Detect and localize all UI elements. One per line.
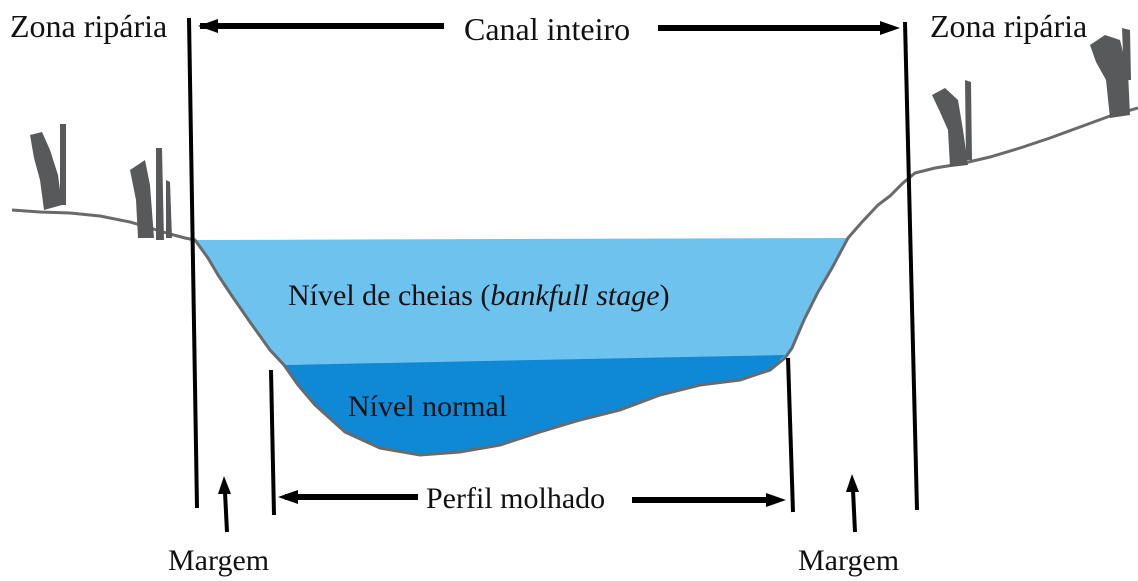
bankfull-label-close: ) bbox=[659, 279, 670, 312]
tree-icon bbox=[156, 148, 164, 240]
bank-label-right: Margem bbox=[798, 544, 900, 577]
tree-icon bbox=[60, 124, 66, 205]
arrow-head-up-icon bbox=[218, 476, 231, 494]
channel-boundary-left bbox=[187, 17, 199, 509]
channel-boundary-right bbox=[903, 21, 919, 511]
bankfull-level-label: Nível de cheias (bankfull stage) bbox=[288, 281, 670, 311]
bank-arrow-right bbox=[851, 489, 857, 533]
tree-icon bbox=[166, 180, 172, 238]
tree-icon bbox=[30, 132, 62, 210]
tree-icon bbox=[1122, 28, 1131, 80]
tree-icon bbox=[130, 160, 154, 238]
arrow-head-left-icon bbox=[278, 490, 298, 504]
whole-channel-label: Canal inteiro bbox=[464, 11, 631, 47]
arrow-head-right-icon bbox=[766, 493, 786, 507]
wetted-boundary-left bbox=[269, 369, 276, 516]
arrow-head-right-icon bbox=[880, 21, 900, 35]
tree-icon bbox=[965, 80, 972, 160]
wetted-perimeter-label: Perfil molhado bbox=[426, 482, 606, 515]
tree-icon bbox=[1090, 35, 1130, 118]
arrow-head-left-icon bbox=[198, 19, 218, 33]
riparian-zone-label-left: Zona ripária bbox=[10, 8, 168, 44]
bankfull-label-italic: bankfull stage bbox=[490, 279, 660, 312]
bank-arrow-left bbox=[223, 491, 229, 533]
bankfull-water bbox=[195, 238, 848, 365]
normal-water bbox=[284, 355, 785, 455]
bank-label-left: Margem bbox=[168, 544, 270, 577]
tree-icon bbox=[932, 88, 968, 167]
arrow-head-up-icon bbox=[846, 474, 859, 492]
wetted-boundary-right bbox=[786, 357, 795, 513]
bankfull-label-main: Nível de cheias ( bbox=[288, 279, 491, 312]
riparian-zone-label-right: Zona ripária bbox=[930, 8, 1088, 44]
normal-level-label: Nível normal bbox=[348, 390, 508, 423]
